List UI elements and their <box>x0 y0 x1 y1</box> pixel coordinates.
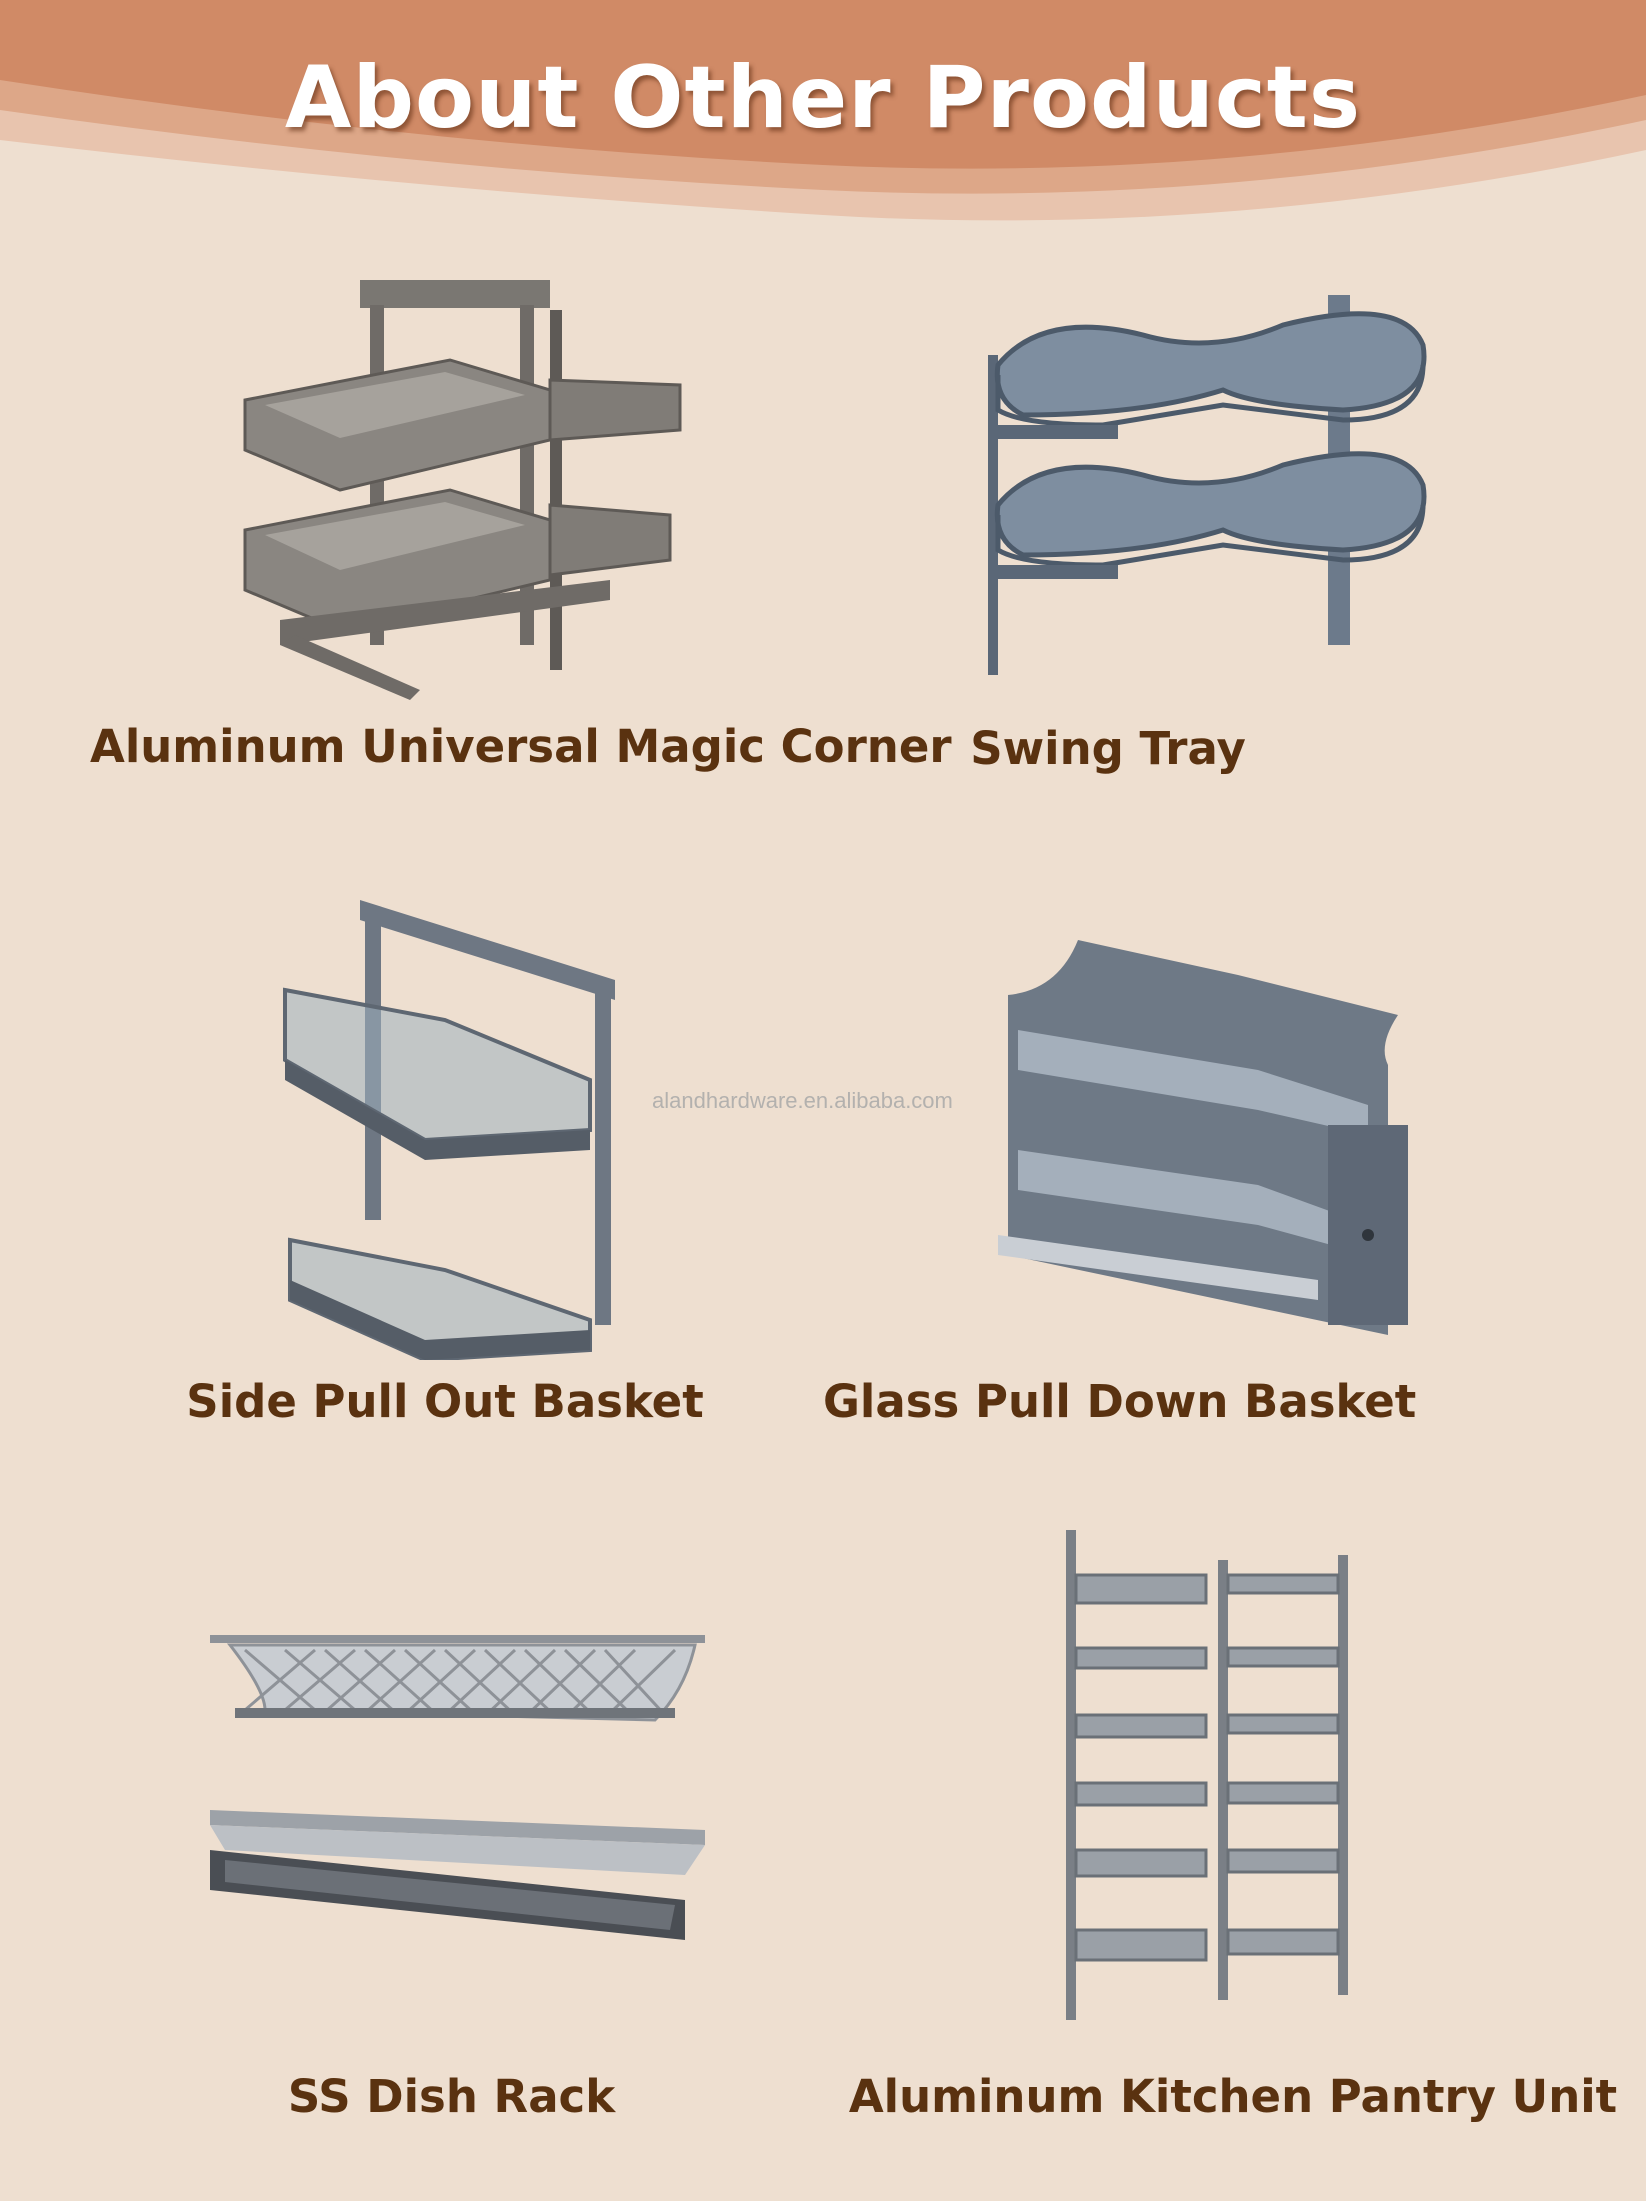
product-label: SS Dish Rack <box>287 2070 616 2123</box>
swing-tray-icon <box>988 295 1427 675</box>
pantry-unit-icon <box>1066 1530 1348 2020</box>
product-card-swing-tray: Swing Tray <box>823 250 1646 810</box>
side-basket-icon <box>283 900 615 1360</box>
product-label: Aluminum Universal Magic Corner <box>90 720 952 773</box>
pull-down-basket-icon <box>998 940 1408 1335</box>
product-card-pantry-unit: Aluminum Kitchen Pantry Unit <box>823 1530 1646 2130</box>
header-wave-shape <box>0 0 1646 221</box>
product-label: Aluminum Kitchen Pantry Unit <box>848 2070 1618 2123</box>
page-title: About Other Products <box>284 48 1362 148</box>
product-card-side-basket: Side Pull Out Basket <box>0 880 823 1440</box>
watermark-text: alandhardware.en.alibaba.com <box>652 1088 953 1113</box>
dish-rack-icon <box>210 1635 705 1940</box>
product-label: Swing Tray <box>970 722 1246 775</box>
product-label: Glass Pull Down Basket <box>823 1375 1417 1428</box>
header-banner: About Other Products <box>0 0 1646 240</box>
product-card-magic-corner: Aluminum Universal Magic Corner <box>0 250 952 810</box>
product-card-pull-down-basket: Glass Pull Down Basket <box>823 880 1646 1440</box>
product-label: Side Pull Out Basket <box>186 1375 704 1428</box>
corner-tray-icon <box>243 280 682 700</box>
product-card-dish-rack: SS Dish Rack <box>0 1530 823 2130</box>
